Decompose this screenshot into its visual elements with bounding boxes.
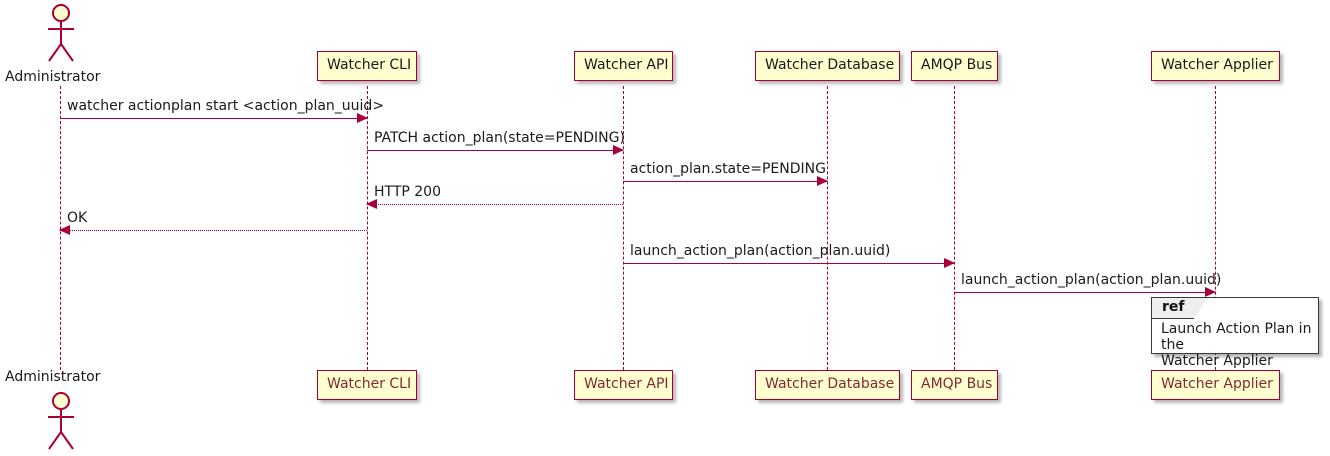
participant-watcher-cli-top[interactable]: Watcher CLI xyxy=(317,51,417,81)
arrowhead-left-icon xyxy=(59,225,70,235)
message-line xyxy=(367,150,623,151)
message-line xyxy=(954,292,1215,293)
lifeline-watcher-applier xyxy=(1215,86,1216,370)
message-label: PATCH action_plan(state=PENDING) xyxy=(374,130,625,146)
arrowhead-right-icon xyxy=(1205,287,1216,297)
arrowhead-right-icon xyxy=(944,258,955,268)
ref-fragment-tab-label: ref xyxy=(1152,298,1208,319)
message-line xyxy=(367,204,623,205)
message-label: watcher actionplan start <action_plan_uu… xyxy=(67,98,385,114)
message-label: HTTP 200 xyxy=(374,184,441,200)
message-line xyxy=(623,263,954,264)
arrowhead-right-icon xyxy=(613,145,624,155)
arrowhead-right-icon xyxy=(357,113,368,123)
participant-watcher-applier-bottom[interactable]: Watcher Applier xyxy=(1151,370,1280,400)
lifeline-watcher-api xyxy=(623,86,624,370)
participant-watcher-database-bottom[interactable]: Watcher Database xyxy=(755,370,900,400)
lifeline-watcher-cli xyxy=(367,86,368,370)
arrowhead-left-icon xyxy=(366,199,377,209)
participant-watcher-api-top[interactable]: Watcher API xyxy=(574,51,673,81)
message-line xyxy=(60,118,367,119)
participant-watcher-api-bottom[interactable]: Watcher API xyxy=(574,370,673,400)
message-line xyxy=(623,181,827,182)
participant-watcher-database-top[interactable]: Watcher Database xyxy=(755,51,900,81)
actor-administrator-top xyxy=(37,2,83,62)
participant-watcher-applier-top[interactable]: Watcher Applier xyxy=(1151,51,1280,81)
message-label: launch_action_plan(action_plan.uuid) xyxy=(630,243,891,259)
actor-label-administrator-top: Administrator xyxy=(5,69,101,85)
ref-fragment[interactable]: ref Launch Action Plan in the Watcher Ap… xyxy=(1151,297,1319,369)
message-label: OK xyxy=(67,210,88,226)
message-label: action_plan.state=PENDING xyxy=(630,161,826,177)
message-label: launch_action_plan(action_plan.uuid) xyxy=(961,272,1222,288)
ref-fragment-body-text: Launch Action Plan in the Watcher Applie… xyxy=(1161,321,1312,369)
actor-administrator-bottom xyxy=(37,390,83,450)
lifeline-amqp-bus xyxy=(954,86,955,370)
actor-stick-figure-icon xyxy=(48,4,74,62)
message-line xyxy=(60,230,367,231)
lifeline-watcher-database xyxy=(827,86,828,370)
actor-stick-figure-icon xyxy=(48,392,74,450)
actor-label-administrator-bottom: Administrator xyxy=(5,369,101,385)
participant-watcher-cli-bottom[interactable]: Watcher CLI xyxy=(317,370,417,400)
participant-amqp-bus-top[interactable]: AMQP Bus xyxy=(911,51,998,81)
arrowhead-right-icon xyxy=(817,176,828,186)
participant-amqp-bus-bottom[interactable]: AMQP Bus xyxy=(911,370,998,400)
